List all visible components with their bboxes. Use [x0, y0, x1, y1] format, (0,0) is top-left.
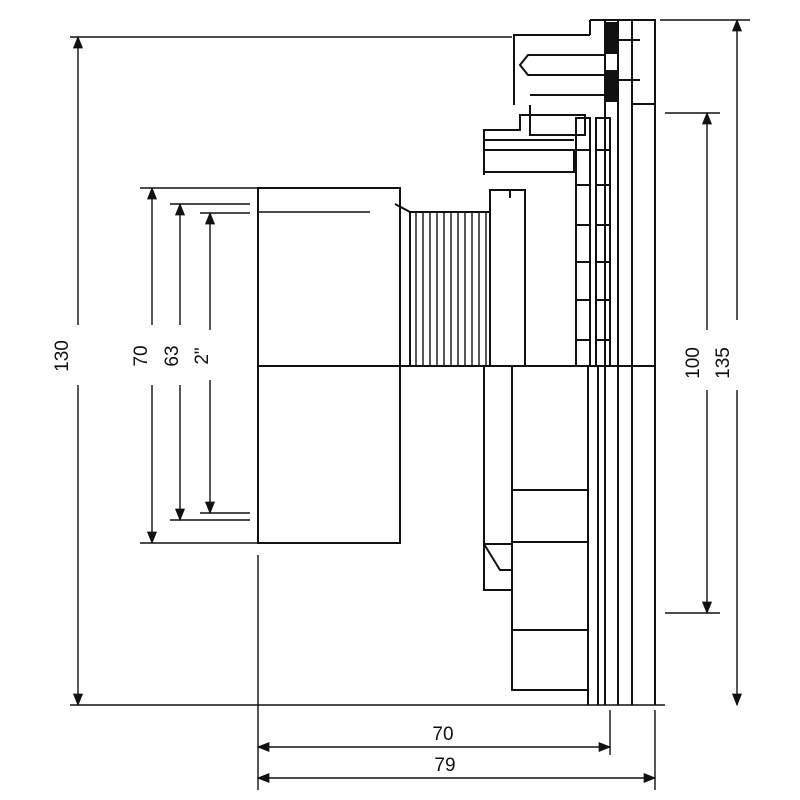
- latch-block-bottom: [606, 70, 617, 102]
- dim-label-63: 63: [162, 345, 183, 366]
- hub: [489, 189, 526, 366]
- dim-label-70-inner: 70: [131, 345, 152, 366]
- latch-tooth: [518, 54, 606, 76]
- dim-label-135: 135: [713, 347, 734, 379]
- dim-label-79: 79: [434, 755, 455, 776]
- dim-label-2-inch: 2": [192, 347, 213, 364]
- latch-block-top: [606, 22, 617, 54]
- dimension-labels: 130 70 63 2" 100 135 70 79: [44, 320, 744, 776]
- flange-plates: [512, 19, 656, 705]
- part-body: [257, 19, 656, 705]
- thread-section: [394, 203, 491, 366]
- dim-label-130: 130: [52, 340, 73, 372]
- dimension-lines: [72, 18, 743, 784]
- dim-label-70-bottom: 70: [432, 724, 453, 745]
- lower-body: [483, 365, 589, 691]
- extension-lines: [70, 19, 750, 790]
- dim-label-100: 100: [683, 347, 704, 379]
- upper-flange: [483, 34, 606, 175]
